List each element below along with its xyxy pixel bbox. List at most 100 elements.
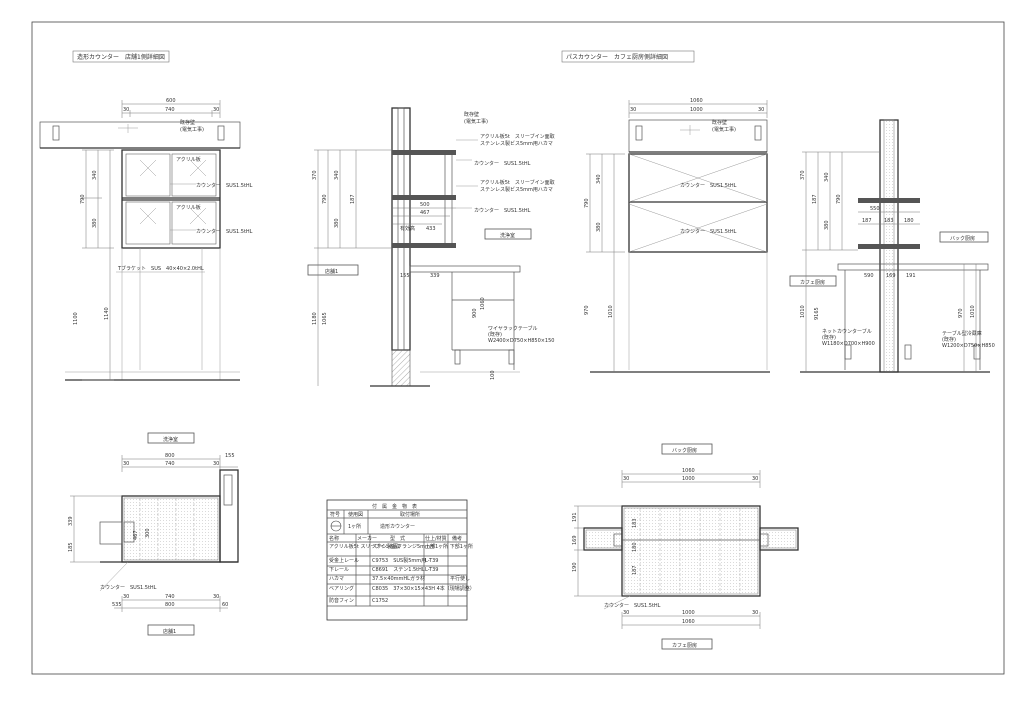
dim-text: 1140 <box>104 307 110 320</box>
dim-text: 30 <box>213 594 219 600</box>
label-text: W1200×D750×H850 <box>942 343 995 349</box>
room-caption: 洗浄室 <box>163 436 178 443</box>
dim-text: 1180 <box>312 312 318 325</box>
room-caption: バック厨房 <box>950 235 975 242</box>
schedule-cell: ステン製品フランジ5mm用 <box>372 543 435 550</box>
dim-text: 1060 <box>682 619 695 625</box>
dim-text: 1000 <box>682 610 695 616</box>
dim-text: 339 <box>430 273 440 279</box>
dim-text: 187 <box>632 565 638 575</box>
label-text: カウンター SUS1.5tHL <box>474 160 531 167</box>
schedule-header: 符号 <box>330 511 340 518</box>
dim-text: 370 <box>312 170 318 180</box>
dim-text: 9165 <box>814 307 820 320</box>
dim-text: 169 <box>886 273 896 279</box>
label-text: (既存) <box>488 331 502 338</box>
dim-text: 169 <box>572 535 578 545</box>
label-text: カウンター SUS1.5tHL <box>604 602 661 609</box>
schedule-header: 型 式 <box>390 535 405 542</box>
dim-text: 380 <box>596 222 602 232</box>
dim-text: 1010 <box>608 305 614 318</box>
schedule-header: 仕上/材質 <box>425 535 447 542</box>
schedule-cell: 上部1ヶ所 下部1ヶ所 <box>425 543 473 550</box>
room-caption: カフェ厨房 <box>800 279 825 286</box>
schedule-cell: 造形カウンター <box>380 523 415 530</box>
label-text: ステンレス製ビス5mm用ハカマ <box>480 186 553 193</box>
dim-text: 30 <box>623 610 629 616</box>
dim-text: 30 <box>623 476 629 482</box>
schedule-cell: ベアリング <box>329 585 354 592</box>
dim-text: 500 <box>420 202 430 208</box>
sheet-frame <box>31 21 1005 675</box>
label-text: カウンター SUS1.5tHL <box>196 228 253 235</box>
label-text: アクリル板5t スリーブイン面取 <box>480 179 555 186</box>
dim-text: 155 <box>400 273 410 279</box>
dim-text: 30 <box>752 610 758 616</box>
dim-text: 180 <box>632 542 638 552</box>
dim-text: 1060 <box>690 98 703 104</box>
dim-text: 900 <box>472 308 478 318</box>
dim-text: 100 <box>490 370 496 380</box>
dim-text: 340 <box>92 170 98 180</box>
label-text: カウンター SUS1.5tHL <box>680 182 737 189</box>
schedule-header: 名称 <box>329 535 339 542</box>
schedule-header: 備考 <box>452 535 462 542</box>
label-text: 既存壁 <box>712 119 727 126</box>
dim-text: 790 <box>584 198 590 208</box>
dim-text: 183 <box>632 518 638 528</box>
right-section-title-text: パスカウンター カフェ厨房側詳細図 <box>566 53 668 61</box>
label-text: (電気工事) <box>464 118 488 125</box>
schedule-cell: ハカマ <box>329 576 344 582</box>
room-caption: 店舗1 <box>163 628 176 635</box>
dim-text: 1000 <box>682 476 695 482</box>
schedule-cell: L-T39 <box>425 567 438 573</box>
right-elevation: 1060 30 1000 30 既存壁 (電気工事) カウンター SUS1.5t… <box>584 98 770 373</box>
dim-text: 30 <box>123 594 129 600</box>
dim-text: 467 <box>133 530 139 540</box>
dim-text: 970 <box>584 305 590 315</box>
label-text: 既存壁 <box>180 119 195 126</box>
label-text: ワイヤラックテーブル <box>488 325 538 332</box>
dim-text: 30 <box>752 476 758 482</box>
label-text: カウンター SUS1.5tHL <box>680 228 737 235</box>
dim-text: 970 <box>958 308 964 318</box>
left-section: 既存壁 (電気工事) アクリル板5t スリーブイン面取 ステンレス製ビス5mm用… <box>307 107 555 387</box>
dim-text: 800 <box>165 602 175 608</box>
right-section: 550 187 183 180 バック厨房 カフェ厨房 590 169 191 … <box>789 119 995 373</box>
left-section-title: 造形カウンター 店舗1側詳細図 <box>72 50 170 63</box>
hardware-schedule: 付 属 金 物 表 符号 使用図 取付場所 1ヶ所 造形カウンター 名称 メーカ… <box>326 499 475 621</box>
dim-text: 180 <box>904 218 914 224</box>
label-text: Tブラケット SUS 40×40×2.0tHL <box>117 265 204 272</box>
dim-text: 467 <box>420 210 430 216</box>
room-caption: カフェ厨房 <box>672 642 697 649</box>
dim-text: 30 <box>758 107 764 113</box>
schedule-cell: 平行使し <box>450 575 470 582</box>
schedule-header: 取付場所 <box>400 511 420 518</box>
right-plan: バック厨房 1060 30 1000 30 191 169 190 <box>572 443 799 650</box>
dim-text: 380 <box>334 218 340 228</box>
schedule-cell: L-T39 <box>425 558 438 564</box>
dim-text: 185 <box>68 542 74 552</box>
label-text: ステンレス製ビス5mm用ハカマ <box>480 140 553 147</box>
dim-text: 590 <box>864 273 874 279</box>
schedule-title: 付 属 金 物 表 <box>372 503 417 510</box>
dim-text: 1010 <box>800 305 806 318</box>
label-text: 既存壁 <box>464 111 479 118</box>
schedule-cell: C1752 <box>372 598 388 604</box>
label-text: カウンター SUS1.5tHL <box>196 182 253 189</box>
schedule-header: 使用図 <box>348 511 363 518</box>
schedule-cell: 37.5×40mmHLガラ材 <box>372 575 425 582</box>
label-text: アクリル板5t スリーブイン面取 <box>480 133 555 140</box>
dim-text: 30 <box>213 461 219 467</box>
dim-text: 380 <box>824 220 830 230</box>
dim-text: 740 <box>165 107 175 113</box>
schedule-cell: C8691 ステン1.5tHL <box>372 567 425 573</box>
dim-text: 340 <box>596 174 602 184</box>
dim-text: 30 <box>123 461 129 467</box>
label-text: (電気工事) <box>180 126 204 133</box>
right-section-title: パスカウンター カフェ厨房側詳細図 <box>561 50 695 63</box>
label-text: テーブル型冷蔵庫 <box>942 330 982 337</box>
